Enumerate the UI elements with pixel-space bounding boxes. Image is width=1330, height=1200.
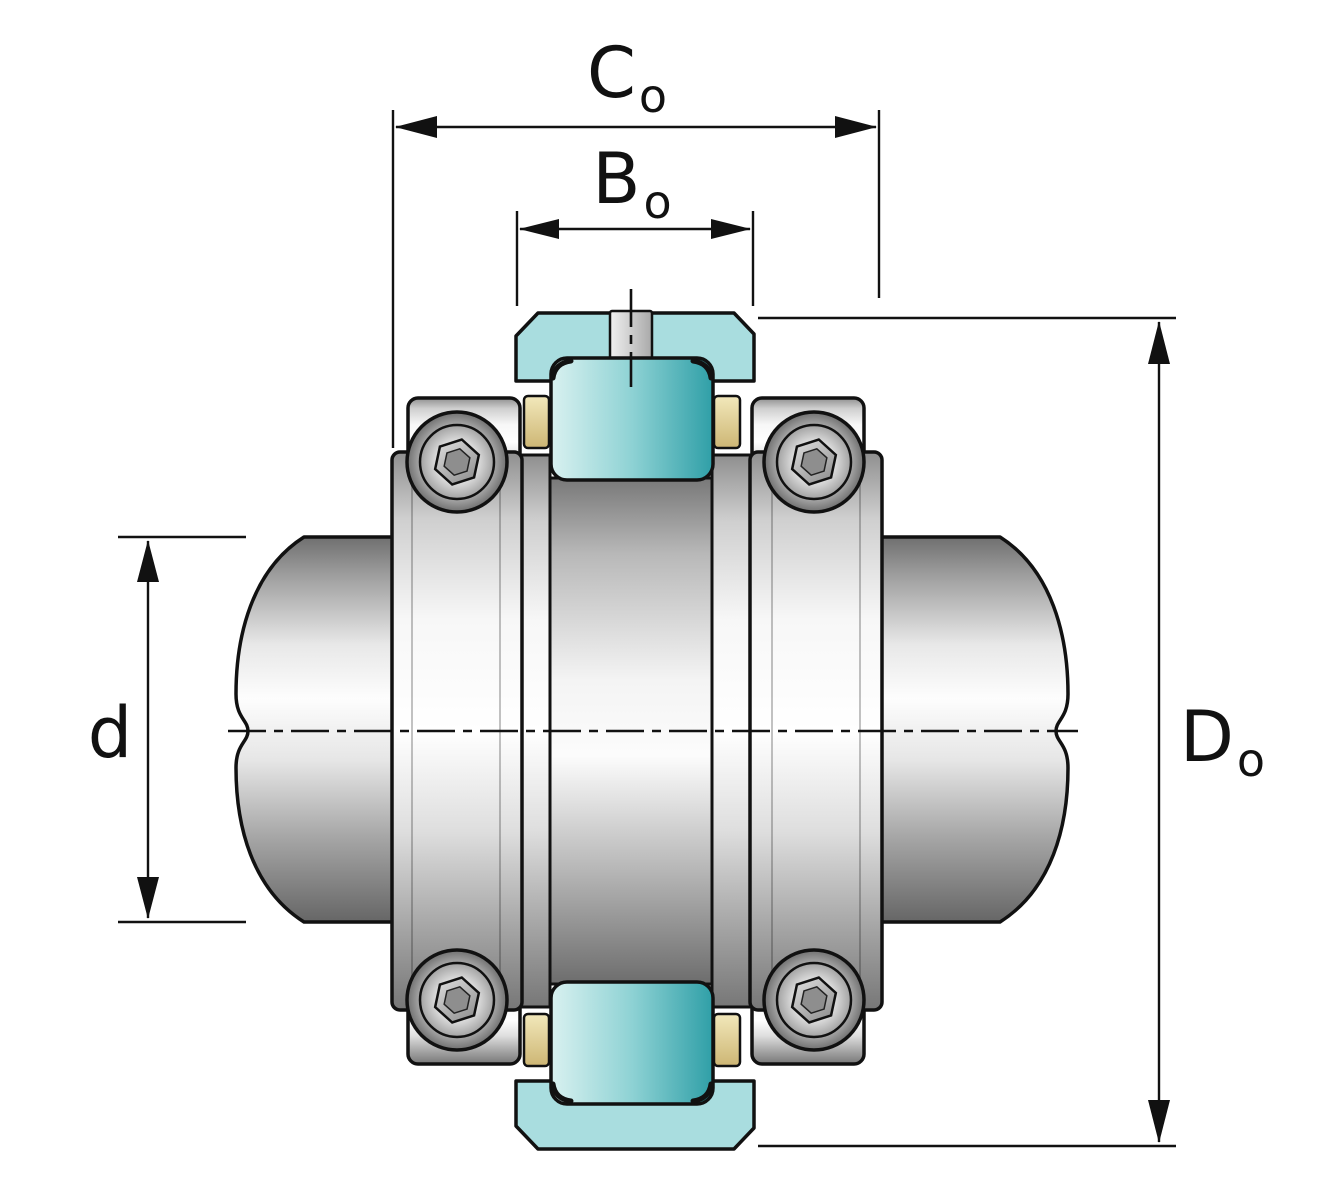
label-d: d: [88, 692, 132, 774]
label-c0: Co: [587, 32, 667, 123]
dim-do-arrow-bottom: [1148, 1100, 1170, 1143]
label-do: Do: [1180, 696, 1265, 787]
dimension-b0: Bo: [515, 138, 755, 306]
roller-bottom: [549, 980, 715, 1106]
seal-lip-top-left: [550, 358, 574, 381]
dim-c0-arrow-left: [395, 116, 437, 138]
dimension-d: d: [88, 535, 246, 924]
cage-tab-bottom-left: [522, 1012, 551, 1068]
dim-b0-arrow-left: [519, 219, 559, 239]
shaft-right: [870, 535, 1070, 924]
hex-screw-bottom-right: [762, 948, 866, 1052]
seal-lip-bottom-left: [550, 1081, 574, 1104]
dimension-c0: Co: [391, 32, 881, 448]
seal-lip-top-right: [690, 358, 714, 381]
dim-do-arrow-top: [1148, 321, 1170, 364]
dim-b0-arrow-right: [711, 219, 751, 239]
dim-d-arrow-top: [137, 540, 159, 582]
dimension-do: Do: [758, 316, 1265, 1148]
shaft-left: [234, 535, 402, 924]
hex-screw-bottom-left: [405, 948, 509, 1052]
hex-screw-top-left: [405, 410, 509, 514]
hex-screw-top-right: [762, 410, 866, 514]
dim-c0-arrow-right: [835, 116, 877, 138]
cage-tab-bottom-right: [712, 1012, 742, 1068]
label-b0: Bo: [592, 138, 671, 229]
cage-tab-top-left: [522, 394, 551, 450]
cage-tab-top-right: [712, 394, 742, 450]
dim-d-arrow-bottom: [137, 877, 159, 919]
seal-lip-bottom-right: [690, 1081, 714, 1104]
